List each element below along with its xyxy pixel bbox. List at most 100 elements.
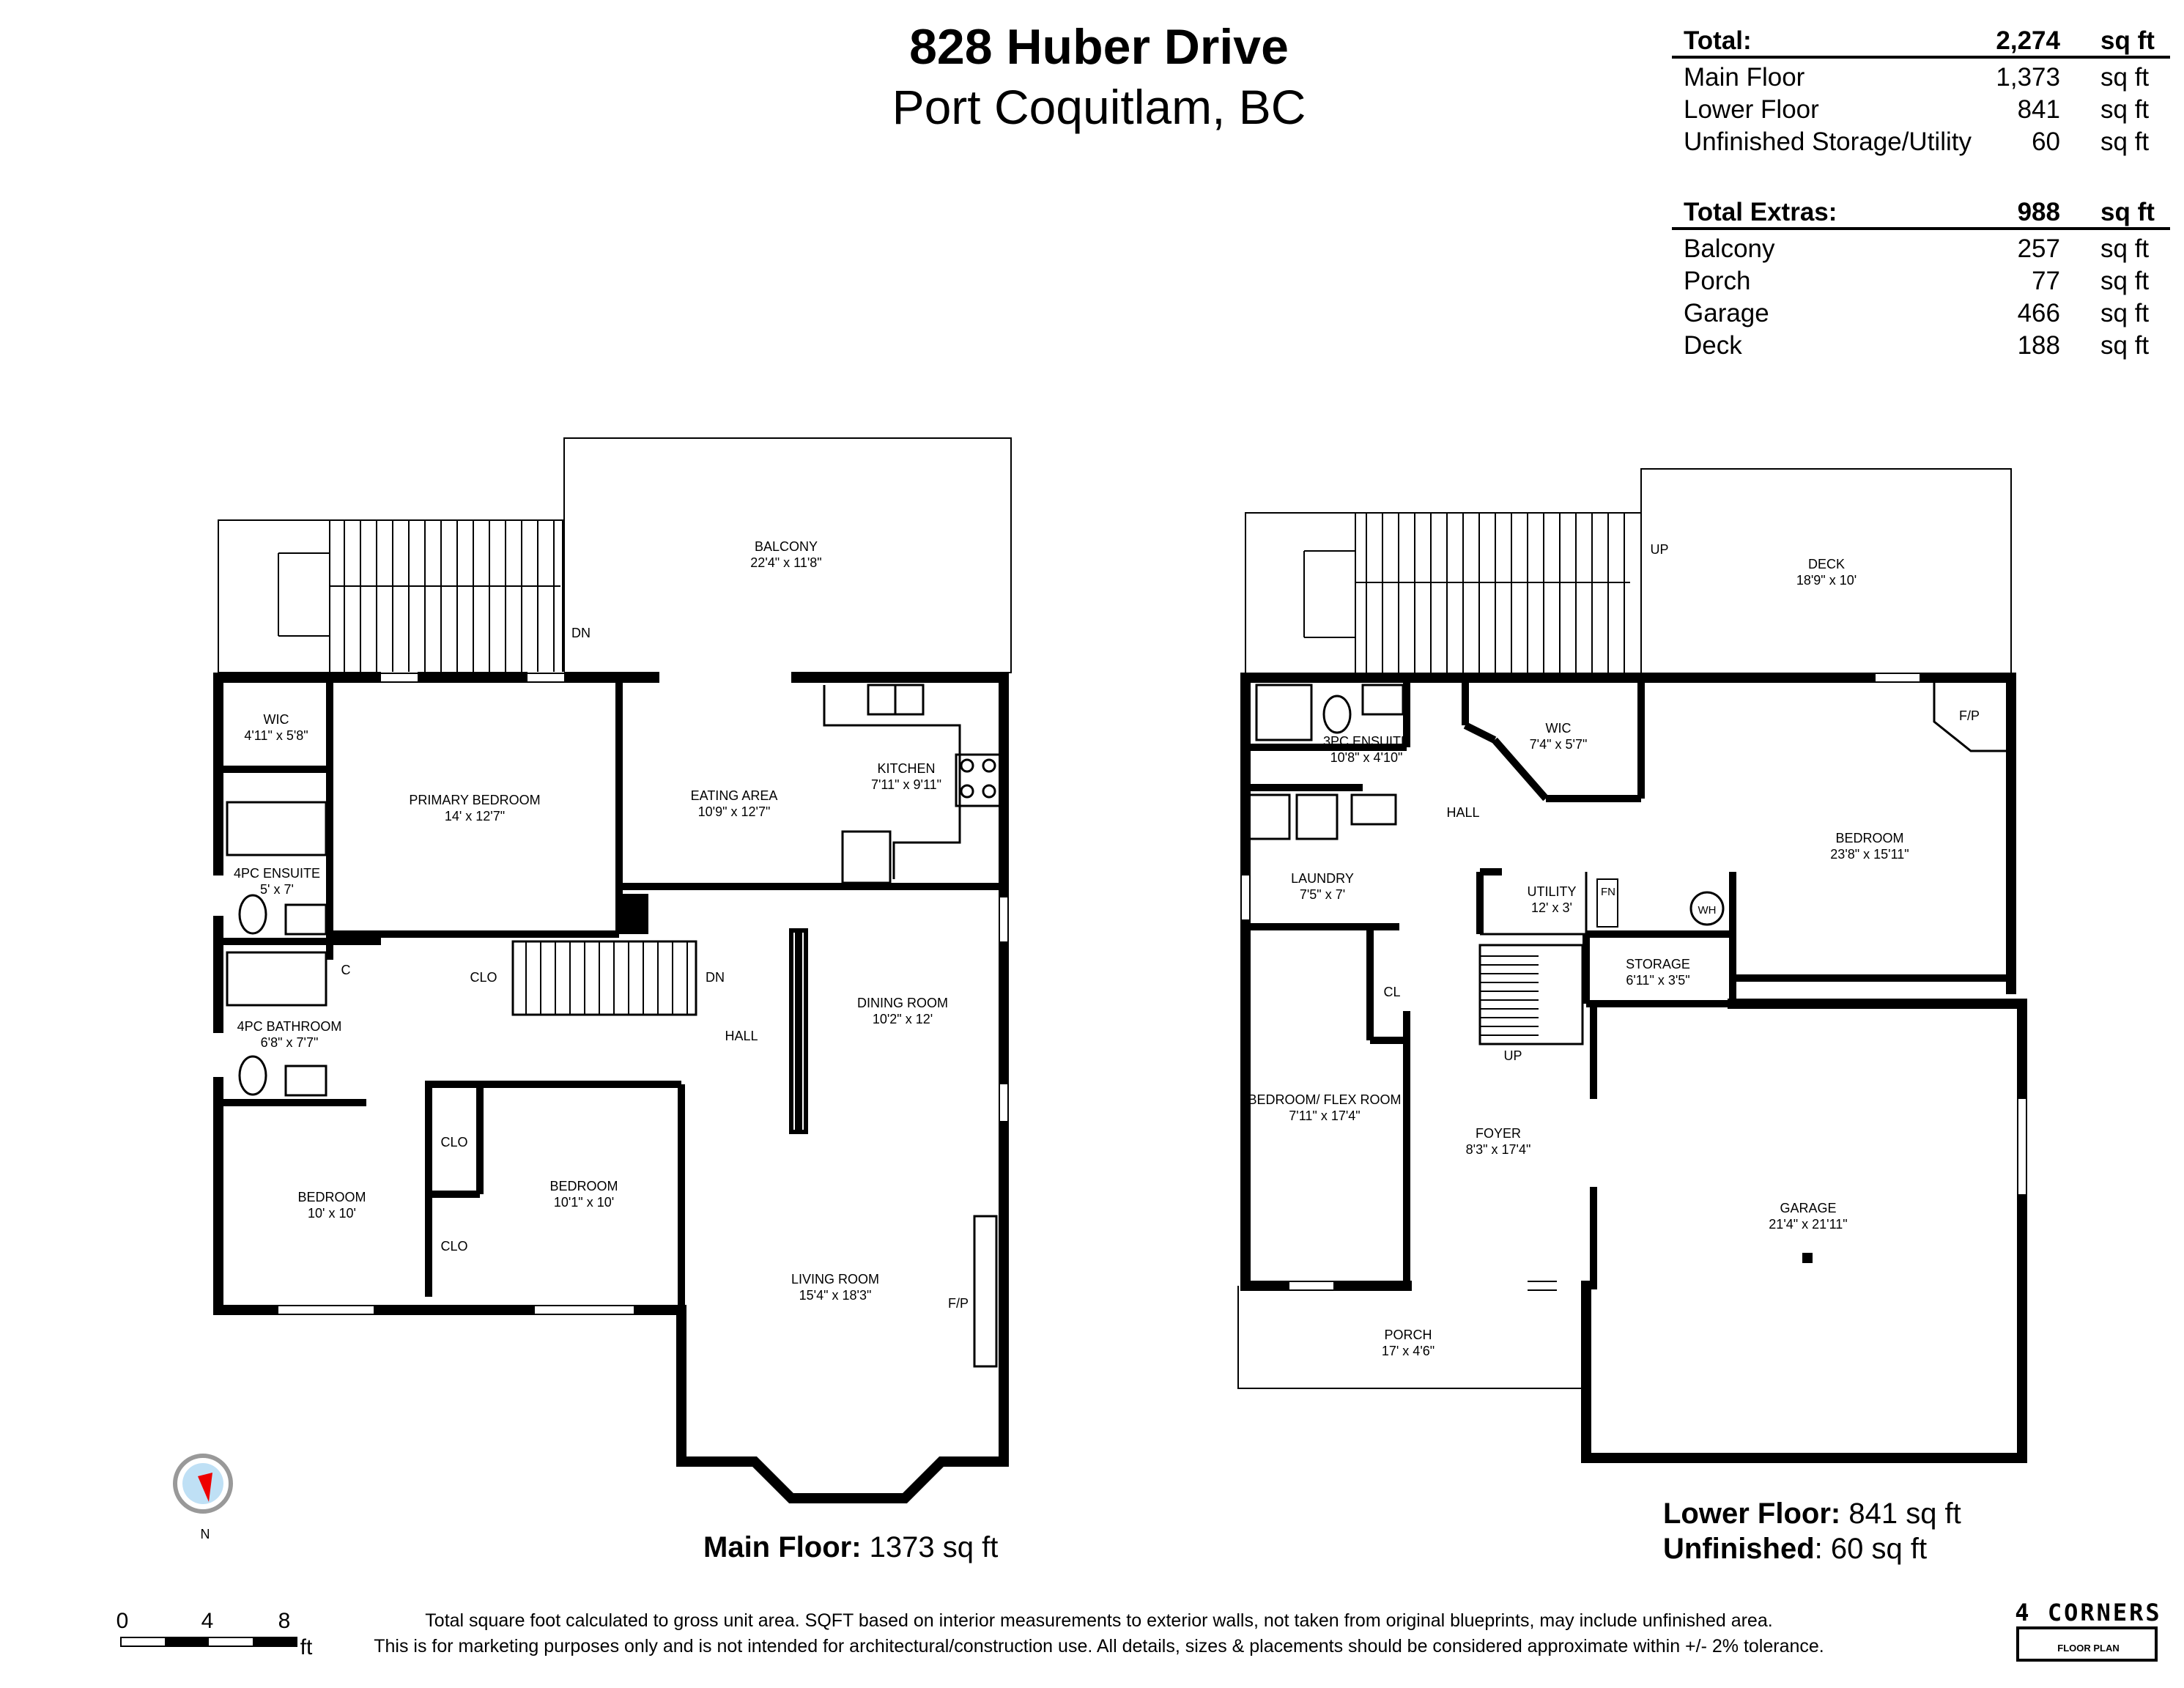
- room-dims: 17' x 4'6": [1382, 1344, 1435, 1358]
- disclaimer-line2: This is for marketing purposes only and …: [374, 1636, 1824, 1656]
- half-wall: [789, 928, 808, 1134]
- area-row-value: 841: [2017, 95, 2060, 124]
- area-row-value: 60: [2032, 127, 2060, 156]
- area-row-value: 257: [2017, 234, 2060, 263]
- logo-ruler-icon: [2016, 1626, 2158, 1662]
- scale-tick: 4: [201, 1609, 214, 1633]
- room-dims: 10' x 10': [308, 1206, 356, 1221]
- area-row-unit: sq ft: [2100, 267, 2150, 295]
- area-extras-total-label: Total Extras:: [1684, 198, 1837, 226]
- room-dims: 15'4" x 18'3": [799, 1288, 872, 1303]
- area-extras-total-unit: sq ft: [2100, 198, 2155, 226]
- room-label: WIC: [1546, 721, 1572, 736]
- laundry-sink: [1350, 793, 1397, 826]
- deck-outline: [1640, 468, 2012, 675]
- lower-fireplace: [1933, 678, 2011, 752]
- address-line2: Port Coquitlam, BC: [892, 80, 1306, 134]
- bathtub: [226, 951, 327, 1007]
- area-extras-total-row: Total Extras: 988 sq ft: [1672, 198, 2170, 230]
- room-label: BEDROOM/ FLEX ROOM: [1248, 1092, 1401, 1107]
- porch-outline: [1237, 1286, 1586, 1389]
- room-dims: 23'8" x 15'11": [1830, 847, 1909, 862]
- room-dims: 8'3" x 17'4": [1466, 1142, 1531, 1157]
- area-summary-table: Total: 2,274 sq ft Main Floor 1,373 sq f…: [1672, 26, 2170, 363]
- toilet: [238, 1055, 267, 1096]
- room-label: PORCH: [1384, 1328, 1432, 1342]
- closet-label: CLO: [470, 970, 497, 985]
- water-heater-label: WH: [1698, 904, 1717, 917]
- room-dims: 12' x 3': [1531, 900, 1572, 915]
- garage-wall: [1581, 999, 2027, 1463]
- unfinished-caption: Unfinished: 60 sq ft: [1663, 1533, 1927, 1566]
- main-floor-caption-value: 1373 sq ft: [869, 1531, 999, 1563]
- area-row-label: Balcony: [1684, 234, 1775, 263]
- area-extra-row: Garage 466 sq ft: [1672, 299, 2170, 331]
- hall-label: HALL: [725, 1029, 758, 1043]
- shower: [1255, 684, 1313, 741]
- main-floor-caption: Main Floor: 1373 sq ft: [703, 1531, 998, 1564]
- room-label: GARAGE: [1780, 1201, 1836, 1215]
- lower-floor-caption-value: 841 sq ft: [1848, 1498, 1961, 1530]
- area-row-unit: sq ft: [2100, 127, 2150, 156]
- washer: [1248, 793, 1291, 840]
- area-row: Lower Floor 841 sq ft: [1672, 95, 2170, 127]
- room-dims: 10'1" x 10': [554, 1195, 614, 1210]
- room-label: UTILITY: [1527, 884, 1576, 899]
- bathroom-sink: [284, 903, 327, 936]
- room-dims: 10'2" x 12': [873, 1012, 933, 1026]
- area-total-row: Total: 2,274 sq ft: [1672, 26, 2170, 59]
- toilet: [1322, 695, 1352, 734]
- area-extras-total-value: 988: [2017, 198, 2060, 226]
- closet-label: CLO: [440, 1239, 467, 1254]
- room-dims: 10'9" x 12'7": [698, 804, 771, 819]
- area-row-label: Lower Floor: [1684, 95, 1819, 124]
- room-label: DECK: [1808, 557, 1845, 571]
- closet-label: C: [341, 963, 351, 977]
- room-dims: 7'11" x 9'11": [871, 777, 941, 792]
- kitchen-counter: [823, 685, 961, 879]
- company-logo: 4 CORNERS FLOOR PLAN: [2013, 1599, 2163, 1665]
- room-dims: 7'4" x 5'7": [1530, 737, 1588, 752]
- room-dims: 6'8" x 7'7": [261, 1035, 319, 1050]
- area-row-label: Garage: [1684, 299, 1769, 327]
- room-label: EATING AREA: [691, 788, 778, 803]
- room-label: 4PC ENSUITE: [234, 866, 320, 881]
- room-label: LIVING ROOM: [791, 1272, 879, 1287]
- fireplace-label: F/P: [1959, 708, 1980, 723]
- unfinished-caption-value: : 60 sq ft: [1814, 1533, 1928, 1565]
- ensuite-sink: [1361, 684, 1404, 716]
- area-extra-row: Porch 77 sq ft: [1672, 267, 2170, 299]
- deck-up-label: UP: [1650, 542, 1668, 557]
- water-heater: [1689, 891, 1725, 926]
- area-row-value: 466: [2017, 299, 2060, 327]
- logo-name: 4 CORNERS: [2015, 1599, 2162, 1626]
- area-row-label: Deck: [1684, 331, 1742, 360]
- deck-dn-label: DN: [571, 626, 591, 640]
- room-label: DINING ROOM: [857, 996, 948, 1010]
- lower-top-wall: [1240, 673, 2016, 994]
- lower-left-wall: [1240, 673, 1412, 1291]
- area-row-value: 77: [2032, 267, 2060, 295]
- bathtub: [226, 801, 327, 856]
- main-top-wall: [213, 673, 1009, 893]
- toilet: [238, 894, 267, 935]
- room-label: FOYER: [1476, 1126, 1521, 1141]
- interior-stairs: [511, 940, 697, 1016]
- main-floor-plan: [212, 437, 1012, 1503]
- area-row-value: 188: [2017, 331, 2060, 360]
- furnace-label: FN: [1601, 886, 1615, 898]
- deck-stair-outline: [218, 519, 563, 673]
- room-label: BEDROOM: [297, 1190, 366, 1204]
- area-row-unit: sq ft: [2100, 299, 2150, 327]
- interior-stairs: [1478, 944, 1584, 1045]
- area-row: Unfinished Storage/Utility 60 sq ft: [1672, 127, 2170, 160]
- room-label: LAUNDRY: [1291, 871, 1354, 886]
- main-floor-caption-label: Main Floor:: [703, 1531, 862, 1563]
- room-dims: 22'4" x 11'8": [750, 555, 821, 570]
- area-row-unit: sq ft: [2100, 331, 2150, 360]
- lower-floor-caption: Lower Floor: 841 sq ft: [1663, 1498, 1961, 1530]
- compass-needle-icon: [198, 1473, 212, 1502]
- scale-tick: 8: [278, 1609, 291, 1633]
- room-dims: 14' x 12'7": [445, 809, 505, 823]
- area-total-label: Total:: [1684, 26, 1752, 55]
